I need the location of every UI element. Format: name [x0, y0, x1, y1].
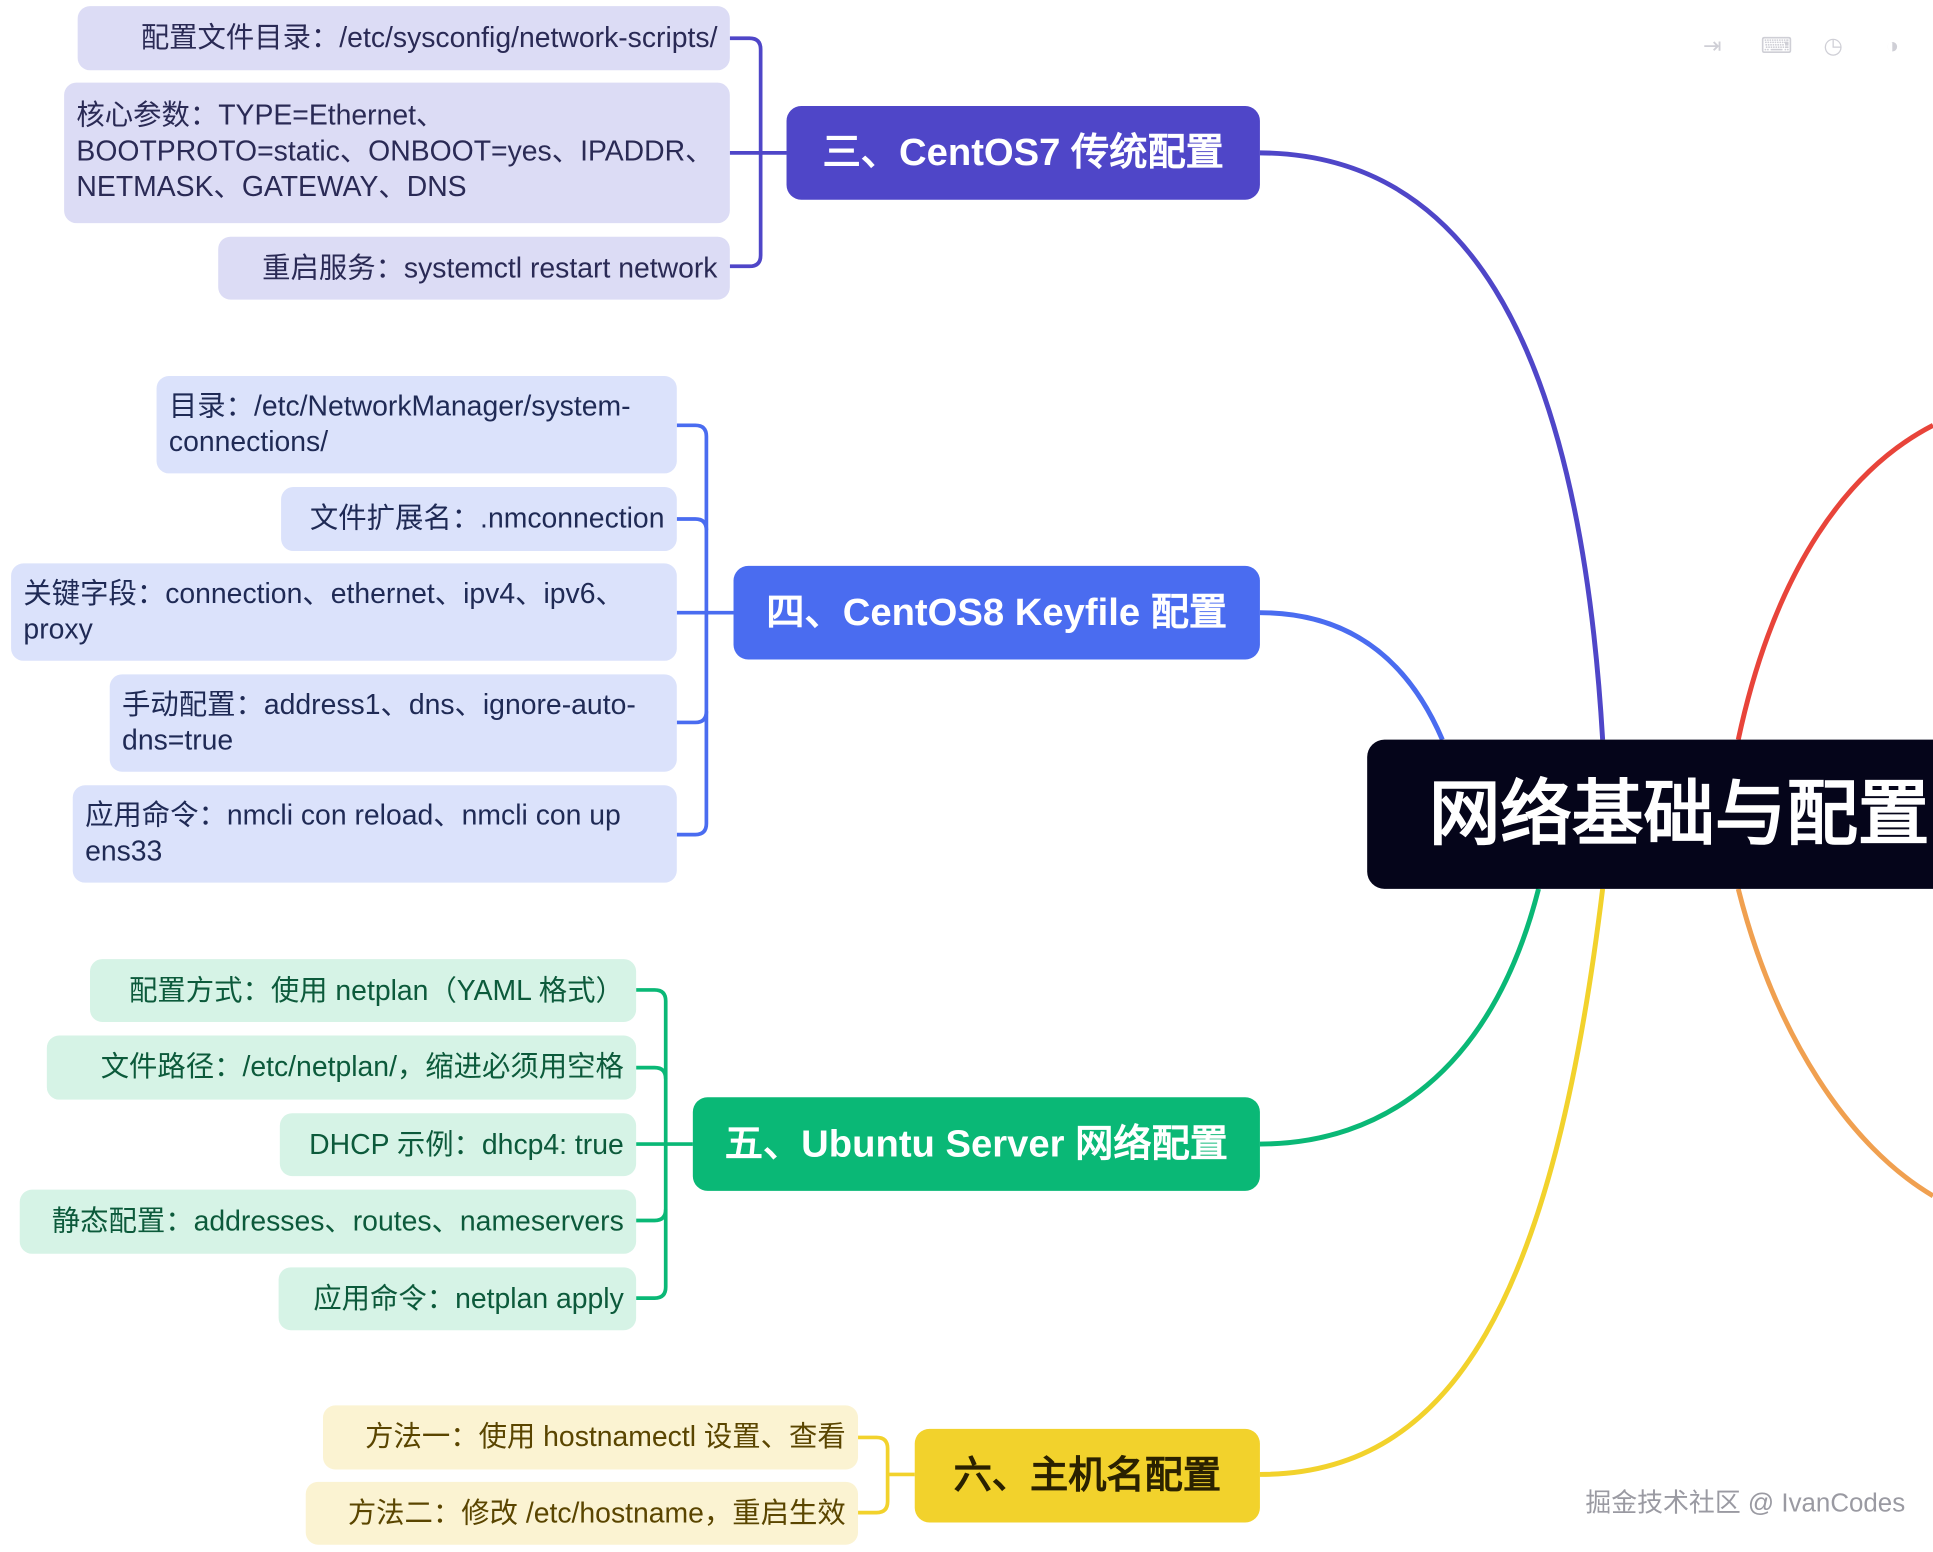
branch-node-centos7[interactable]: 三、CentOS7 传统配置: [786, 106, 1260, 200]
theme-toggle-icon[interactable]: ◑: [1885, 33, 1900, 58]
watermark: 掘金技术社区 @ IvanCodes: [1585, 1489, 1906, 1518]
leaf-centos8-manual[interactable]: 手动配置：address1、dns、ignore-auto-dns=true: [109, 674, 677, 772]
link-root-right-orange: [1735, 888, 1933, 1198]
link-root-right-red: [1735, 423, 1933, 741]
leaf-hostname-method1[interactable]: 方法一：使用 hostnamectl 设置、查看: [322, 1405, 859, 1470]
link-root-b1: [1259, 150, 1606, 740]
link-root-b4: [1259, 888, 1606, 1477]
branch-node-ubuntu[interactable]: 五、Ubuntu Server 网络配置: [692, 1097, 1260, 1191]
leaf-ubuntu-dhcp[interactable]: DHCP 示例：dhcp4: true: [279, 1113, 637, 1177]
canvas-toolbar: ⇥ ⌨ ◷ ◑: [1699, 32, 1921, 67]
branch-node-centos8[interactable]: 四、CentOS8 Keyfile 配置: [733, 565, 1260, 660]
link-root-b2: [1259, 610, 1445, 741]
keyboard-icon[interactable]: ⌨: [1760, 33, 1793, 58]
leaf-centos8-dir[interactable]: 目录：/etc/NetworkManager/system-connection…: [156, 376, 677, 474]
leaf-ubuntu-method[interactable]: 配置方式：使用 netplan（YAML 格式）: [89, 959, 637, 1022]
link-root-b3: [1259, 888, 1541, 1147]
leaf-centos8-ext[interactable]: 文件扩展名：.nmconnection: [281, 486, 677, 552]
leaf-centos7-config-dir[interactable]: 配置文件目录：/etc/sysconfig/network-scripts/: [77, 6, 730, 71]
leaf-hostname-method2[interactable]: 方法二：修改 /etc/hostname，重启生效: [305, 1481, 859, 1545]
leaf-ubuntu-path[interactable]: 文件路径：/etc/netplan/，缩进必须用空格: [46, 1035, 637, 1100]
leaf-centos7-restart[interactable]: 重启服务：systemctl restart network: [218, 236, 730, 300]
leaf-ubuntu-static[interactable]: 静态配置：addresses、routes、nameservers: [19, 1189, 637, 1254]
root-node[interactable]: 网络基础与配置: [1367, 739, 1933, 889]
leaf-centos8-fields[interactable]: 关键字段：connection、ethernet、ipv4、ipv6、proxy: [11, 563, 677, 661]
leaf-ubuntu-apply[interactable]: 应用命令：netplan apply: [278, 1267, 637, 1331]
leaf-centos7-core-params[interactable]: 核心参数：TYPE=Ethernet、BOOTPROTO=static、ONBO…: [64, 82, 730, 224]
branch-node-hostname[interactable]: 六、主机名配置: [914, 1428, 1260, 1523]
export-icon[interactable]: ⇥: [1703, 33, 1722, 58]
leaf-centos8-apply[interactable]: 应用命令：nmcli con reload、nmcli con up ens33: [72, 785, 677, 883]
history-icon[interactable]: ◷: [1823, 33, 1843, 58]
